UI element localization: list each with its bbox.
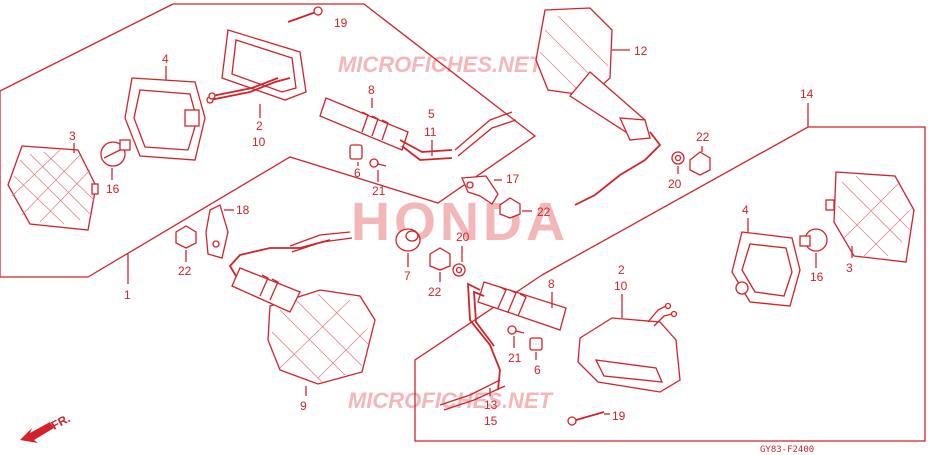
diagram-code: GY83-F2400 bbox=[760, 445, 814, 455]
callout-22-left: 22 bbox=[178, 264, 192, 278]
callout-8-right: 8 bbox=[548, 277, 555, 291]
callout-22-mid: 22 bbox=[537, 205, 551, 219]
washer-20-center bbox=[452, 263, 466, 277]
callout-10-left: 10 bbox=[252, 135, 266, 149]
lens-left bbox=[7, 145, 99, 231]
front-direction-arrow bbox=[20, 422, 54, 443]
callout-2-left: 2 bbox=[256, 119, 263, 133]
winker-lower-left bbox=[228, 231, 376, 385]
callout-17: 17 bbox=[506, 172, 520, 186]
callout-20-top: 20 bbox=[668, 177, 682, 191]
leader-lines bbox=[111, 49, 853, 415]
callout-4-left: 4 bbox=[162, 52, 169, 66]
callout-15: 15 bbox=[484, 414, 498, 428]
callout-22-top: 22 bbox=[696, 130, 710, 144]
bulb-left bbox=[100, 139, 131, 167]
brand-watermark: HONDA bbox=[351, 192, 569, 252]
callout-21-left: 21 bbox=[372, 184, 386, 198]
screw-bottom bbox=[567, 411, 605, 426]
callout-11: 11 bbox=[424, 125, 437, 139]
washer-20-top bbox=[671, 151, 685, 165]
case-right bbox=[577, 302, 681, 393]
nut-22-top bbox=[689, 151, 711, 176]
callout-10-right: 10 bbox=[614, 279, 628, 293]
callout-5: 5 bbox=[428, 107, 435, 121]
bracket-17 bbox=[461, 175, 499, 205]
callout-19-bottom: 19 bbox=[612, 409, 626, 423]
callout-9: 9 bbox=[300, 399, 307, 413]
housing-left bbox=[124, 77, 206, 161]
callout-1: 1 bbox=[124, 288, 131, 302]
callout-20-center: 20 bbox=[456, 230, 470, 244]
grommet-6-left bbox=[349, 144, 363, 160]
callout-3-left: 3 bbox=[69, 129, 76, 143]
bulb-right bbox=[799, 228, 828, 252]
screw-top bbox=[287, 6, 323, 23]
callout-6-left: 6 bbox=[354, 166, 361, 180]
bracket-18 bbox=[205, 204, 229, 259]
callout-13: 13 bbox=[484, 398, 498, 412]
site-watermark-bottom: MICROFICHES.NET bbox=[348, 388, 554, 413]
callout-22-center: 22 bbox=[428, 285, 442, 299]
callout-8-left: 8 bbox=[368, 83, 375, 97]
screw-21-left bbox=[369, 158, 387, 168]
nut-22-mid bbox=[499, 197, 521, 219]
winker-top-right bbox=[535, 7, 662, 206]
callout-12: 12 bbox=[634, 44, 648, 58]
nut-22-left bbox=[175, 225, 197, 249]
callout-21-right: 21 bbox=[508, 351, 522, 365]
group-box-left bbox=[0, 3, 537, 278]
callout-3-right: 3 bbox=[846, 261, 853, 275]
callouts: 1 2 10 3 4 16 19 8 5 11 6 21 12 22 20 17… bbox=[69, 16, 853, 428]
callout-19-top: 19 bbox=[334, 16, 348, 30]
socket-left bbox=[319, 97, 517, 161]
case-left bbox=[206, 29, 307, 104]
callout-16-left: 16 bbox=[106, 182, 120, 196]
callout-6-right: 6 bbox=[534, 363, 541, 377]
callout-2-right: 2 bbox=[618, 263, 625, 277]
front-direction-label: FR. bbox=[49, 411, 73, 432]
cushion-7 bbox=[395, 228, 421, 252]
site-watermark-top: MICROFICHES.NET bbox=[338, 52, 544, 77]
grommet-6-right bbox=[529, 337, 543, 351]
callout-18: 18 bbox=[236, 203, 250, 217]
callout-14: 14 bbox=[800, 87, 814, 101]
socket-right bbox=[439, 281, 567, 411]
callout-7: 7 bbox=[404, 269, 411, 283]
callout-4-right: 4 bbox=[742, 203, 749, 217]
lens-right bbox=[825, 171, 915, 263]
housing-right bbox=[731, 231, 801, 307]
screw-21-right bbox=[507, 325, 525, 335]
nut-22-center bbox=[429, 247, 451, 271]
callout-16-right: 16 bbox=[810, 270, 824, 284]
